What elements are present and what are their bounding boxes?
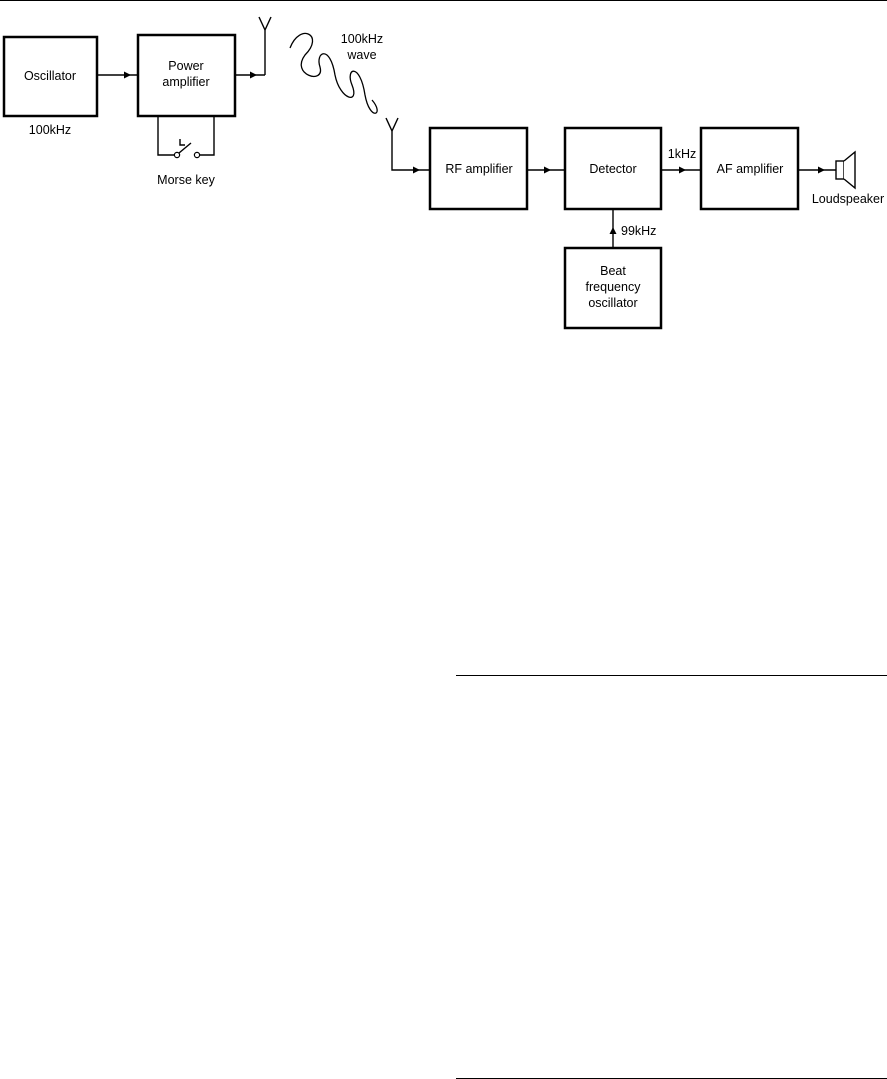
radio-telegraphy-block-diagram: Oscillator 100kHz Power amplifier Morse … [2,16,884,330]
osc-to-power-amp-arrow [124,71,131,79]
rf-amplifier-label: RF amplifier [445,162,512,176]
bfo-frequency-label: 99kHz [621,224,656,238]
oscillator-block [2,35,99,118]
rf-amp-to-detector-arrow [544,166,551,174]
detector-output-frequency-label: 1kHz [668,147,696,161]
morse-key-label: Morse key [157,173,215,187]
power-amp-to-antenna-arrow [250,71,257,79]
transmit-antenna-icon [258,16,272,31]
detector-to-af-amp-arrow [679,166,686,174]
detector-label: Detector [589,162,636,176]
wave-label-line1: 100kHz [341,32,383,46]
morse-key-switch-icon [173,139,201,159]
morse-key-left-wire [157,116,174,156]
page-divider-upper [456,675,887,676]
antenna-to-rf-amp-line [391,131,430,171]
loudspeaker-icon [835,150,856,190]
bfo-label-line2: frequency [586,280,642,294]
af-amp-to-loudspeaker-arrow [818,166,825,174]
bfo-label-line3: oscillator [588,296,637,310]
top-rule [0,0,887,1]
oscillator-frequency-label: 100kHz [29,123,71,137]
loudspeaker-label: Loudspeaker [812,192,884,206]
wave-label-line2: wave [346,48,376,62]
morse-key-right-wire [199,116,215,156]
af-amplifier-label: AF amplifier [717,162,784,176]
power-amplifier-label-line1: Power [168,59,203,73]
oscillator-label: Oscillator [24,69,76,83]
bfo-to-detector-arrow [609,227,617,234]
receive-antenna-icon [385,117,399,132]
radio-wave-icon [289,32,378,114]
rf-amplifier-block [428,126,529,211]
antenna-to-rf-amp-arrow [413,166,420,174]
power-amplifier-label-line2: amplifier [162,75,209,89]
af-amplifier-block [699,126,800,211]
bfo-label-line1: Beat [600,264,626,278]
